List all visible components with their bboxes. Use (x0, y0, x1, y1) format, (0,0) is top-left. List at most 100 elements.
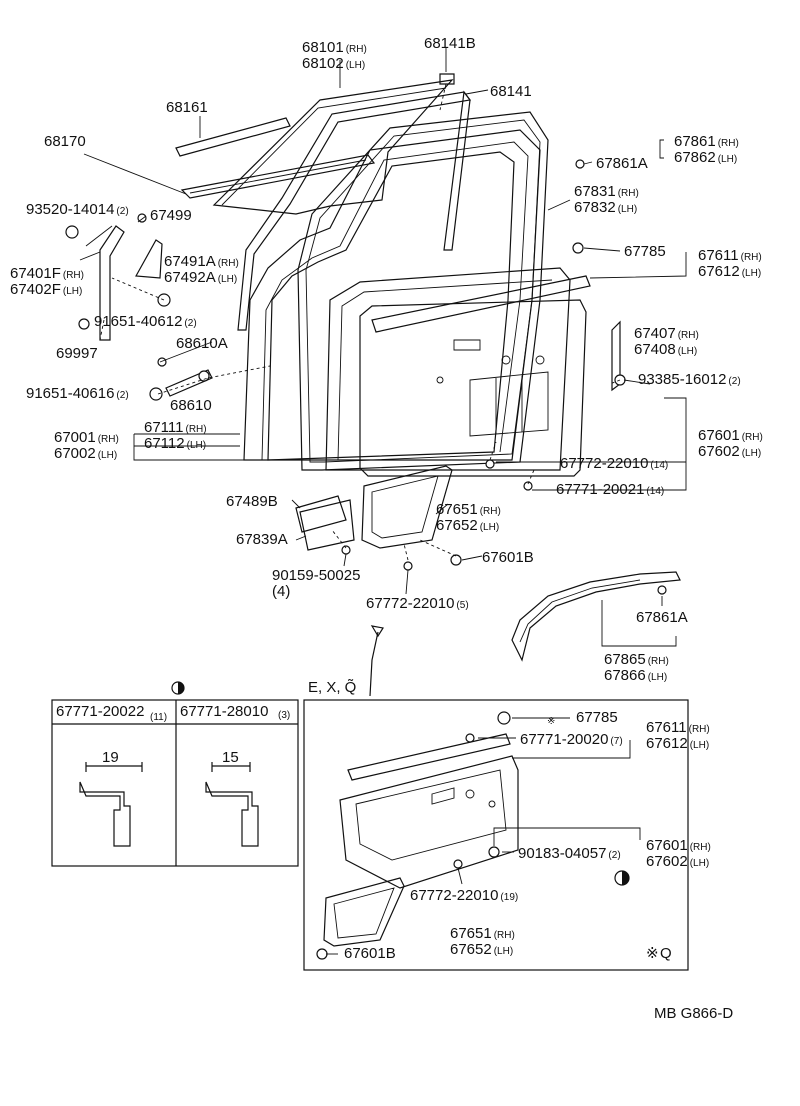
inset-drawing: ※ ※ (303, 699, 689, 971)
clip-part-1: 67771-20022 (56, 703, 144, 720)
part-label-p67111-0: 67111(RH) (144, 419, 207, 436)
part-label-suffix: (RH) (480, 506, 501, 517)
part-label-p67611-0: 67611(RH) (698, 247, 762, 264)
part-label-p68161-0: 68161 (166, 99, 208, 116)
clip-qty-1: (11) (150, 712, 167, 723)
part-label-suffix: (19) (500, 892, 518, 903)
part-label-suffix: (LH) (618, 204, 637, 215)
part-label-suffix: (LH) (187, 440, 206, 451)
part-label-p67111-1: 67112(LH) (144, 435, 206, 452)
part-label-p67491A-1: 67492A(LH) (164, 269, 237, 286)
part-label-p93385-0: 93385-16012(2) (638, 371, 741, 388)
part-label-suffix: (RH) (186, 424, 207, 435)
part-label-suffix: (LH) (690, 740, 709, 751)
part-label-p69997-0: 69997 (56, 345, 98, 362)
part-label-p67772b-0: 67772-22010(5) (366, 595, 469, 612)
part-label-p68170-0: 68170 (44, 133, 86, 150)
part-label-p90159-0: 90159-50025 (272, 567, 360, 584)
part-label-p68610-0: 68610 (170, 397, 212, 414)
part-label-suffix: (2) (184, 318, 196, 329)
part-label-p67831-1: 67832(LH) (574, 199, 637, 216)
part-label-p67861-0: 67861(RH) (674, 133, 739, 150)
part-label-i67601-0: 67601(RH) (646, 837, 711, 854)
part-label-suffix: (RH) (98, 434, 119, 445)
part-label-suffix: (RH) (63, 270, 84, 281)
part-label-p93520-0: 93520-14014(2) (26, 201, 129, 218)
part-label-suffix: (LH) (218, 274, 237, 285)
part-label-p67772a-0: 67772-22010(14) (560, 455, 668, 472)
part-label-suffix: (LH) (718, 154, 737, 165)
part-label-suffix: (14) (650, 460, 668, 471)
part-label-p68101-1: 68102(LH) (302, 55, 365, 72)
part-label-i67601-1: 67602(LH) (646, 853, 709, 870)
part-label-i67651-1: 67652(LH) (450, 941, 513, 958)
part-label-i90183-0: 90183-04057(2) (518, 845, 621, 862)
part-label-p67491A-0: 67491A(RH) (164, 253, 239, 270)
part-label-p67401F-1: 67402F(LH) (10, 281, 82, 298)
asterisk-mark-small: ※ (547, 716, 555, 727)
part-label-i67771-0: 67771-20020(7) (520, 731, 623, 748)
clip-dim-2: 15 (222, 749, 239, 766)
part-label-suffix: (RH) (494, 930, 515, 941)
clip-part-2: 67771-28010 (180, 703, 268, 720)
part-label-p67831-0: 67831(RH) (574, 183, 639, 200)
clip-left-drawing (79, 781, 131, 847)
part-label-p67771a-0: 67771-20021(14) (556, 481, 664, 498)
part-label-i67611-1: 67612(LH) (646, 735, 709, 752)
part-label-p67839A-0: 67839A (236, 531, 288, 548)
part-label-suffix: (RH) (718, 138, 739, 149)
part-label-p67861A2-0: 67861A (636, 609, 688, 626)
part-label-suffix: (2) (728, 376, 740, 387)
part-label-suffix: (LH) (98, 450, 117, 461)
part-label-suffix: (RH) (741, 252, 762, 263)
part-label-p67651-1: 67652(LH) (436, 517, 499, 534)
part-label-p67861A-0: 67861A (596, 155, 648, 172)
part-label-p68610A-0: 68610A (176, 335, 228, 352)
part-label-p90159-1: (4) (272, 583, 290, 600)
part-label-p67407-1: 67408(LH) (634, 341, 697, 358)
part-label-i67785-0: 67785 (576, 709, 618, 726)
part-label-p68141B-0: 68141B (424, 35, 476, 52)
part-label-suffix: (14) (646, 486, 664, 497)
clip-right-drawing (205, 781, 259, 847)
part-label-suffix: (LH) (480, 522, 499, 533)
part-label-suffix: (LH) (690, 858, 709, 869)
part-label-suffix: (RH) (618, 188, 639, 199)
part-label-suffix: (LH) (346, 60, 365, 71)
part-label-p67001-0: 67001(RH) (54, 429, 119, 446)
part-label-suffix: (RH) (689, 724, 710, 735)
part-label-p67499-0: 67499 (150, 207, 192, 224)
part-label-p68141-0: 68141 (490, 83, 532, 100)
part-label-i67772-0: 67772-22010(19) (410, 887, 518, 904)
part-label-i67601B-0: 67601B (344, 945, 396, 962)
part-label-suffix: (5) (456, 600, 468, 611)
part-label-suffix: (7) (610, 736, 622, 747)
part-label-suffix: (LH) (742, 268, 761, 279)
door-assembly-drawing (65, 48, 687, 697)
part-label-suffix: (RH) (690, 842, 711, 853)
part-label-p68101-0: 68101(RH) (302, 39, 367, 56)
part-label-suffix: (LH) (494, 946, 513, 957)
part-label-iQ-0: Q (660, 945, 672, 962)
part-label-diagcode-0: MB G866-D (654, 1005, 733, 1022)
part-label-suffix: (LH) (63, 286, 82, 297)
part-label-i67611-0: 67611(RH) (646, 719, 710, 736)
asterisk-mark: ※ (646, 945, 659, 962)
part-label-p67601-0: 67601(RH) (698, 427, 763, 444)
part-label-suffix: (2) (608, 850, 620, 861)
part-label-p91651b-0: 91651-40616(2) (26, 385, 129, 402)
part-label-p67611-1: 67612(LH) (698, 263, 761, 280)
part-label-p67865-1: 67866(LH) (604, 667, 667, 684)
part-label-p67785-0: 67785 (624, 243, 666, 260)
part-label-variant-0: E, X, Q̃ (308, 679, 356, 696)
part-label-p67001-1: 67002(LH) (54, 445, 117, 462)
part-label-p67489B-0: 67489B (226, 493, 278, 510)
clip-dim-1: 19 (102, 749, 119, 766)
part-label-p67861-1: 67862(LH) (674, 149, 737, 166)
part-label-suffix: (LH) (742, 448, 761, 459)
part-label-i67651-0: 67651(RH) (450, 925, 515, 942)
part-label-p67865-0: 67865(RH) (604, 651, 669, 668)
part-label-p67601B-0: 67601B (482, 549, 534, 566)
clip-qty-2: (3) (278, 710, 290, 721)
